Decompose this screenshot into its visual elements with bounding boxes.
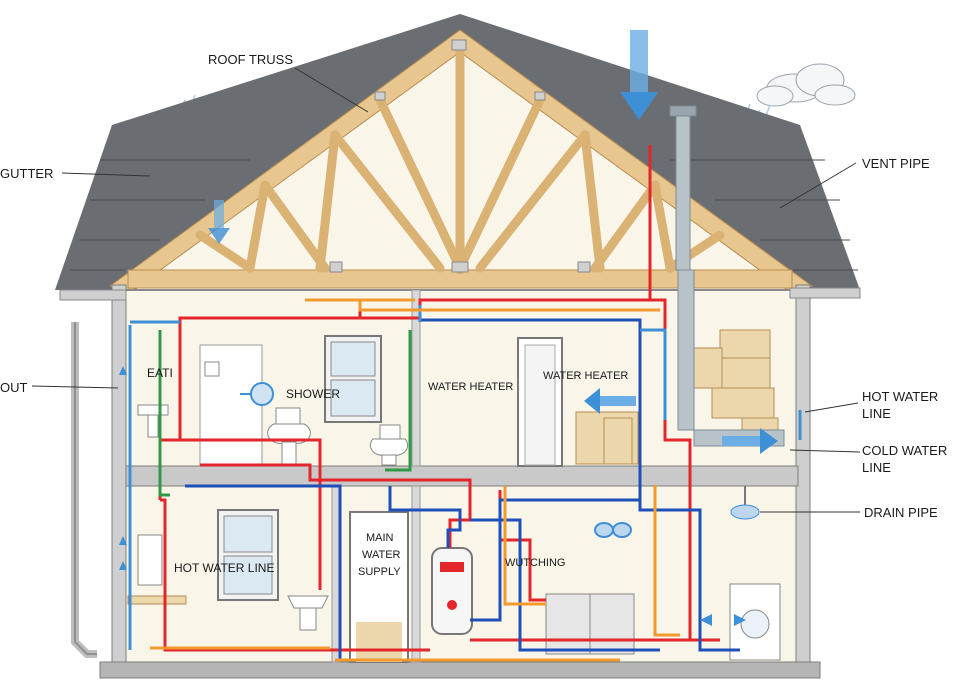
- water-heater-tank: [431, 547, 473, 635]
- flow-arrow-right: [722, 428, 778, 454]
- water-heater-label-1: WATER HEATER: [428, 381, 513, 393]
- cold-water-line-label-2: LINE: [862, 460, 891, 475]
- main-water-label-2: WATER: [362, 549, 401, 561]
- attic: [108, 29, 814, 293]
- drain-pipe-label: DRAIN PIPE: [864, 505, 938, 520]
- cloud-icon: [756, 63, 856, 107]
- out-label: OUT: [0, 380, 28, 395]
- showerhead-icon: [240, 382, 274, 406]
- flow-arrow-down: [620, 30, 658, 120]
- hot-water-line-label-2: LINE: [862, 406, 891, 421]
- wutching-label: WUTCHING: [505, 557, 566, 569]
- roof-truss-label: ROOF TRUSS: [208, 52, 293, 67]
- sink-icon: [287, 595, 329, 631]
- hot-water-pipes: [158, 145, 720, 652]
- flow-arrow-down-roof: [208, 200, 230, 244]
- cold-water-line-label-1: COLD WATER: [862, 443, 947, 458]
- room-lower: [127, 486, 781, 663]
- eati-label: EATI: [147, 366, 173, 380]
- hot-water-line-label-1: HOT WATER: [862, 389, 938, 404]
- hot-water-line-label-left: HOT WATER LINE: [174, 561, 274, 575]
- shower-label: SHOWER: [286, 387, 340, 401]
- room-upper-right: [517, 329, 779, 467]
- main-water-label-1: MAIN: [366, 532, 394, 544]
- toilet-icon: [369, 424, 409, 466]
- gutter: [59, 287, 861, 658]
- flow-arrows-up: [119, 366, 127, 570]
- water-heater-label-2: WATER HEATER: [543, 370, 628, 382]
- main-water-label-3: SUPPLY: [358, 566, 401, 578]
- toilet-icon: [267, 407, 311, 465]
- leader-lines: [31, 67, 861, 513]
- roof: [55, 14, 860, 290]
- flow-arrow-left: [584, 388, 636, 414]
- flow-arrows-small: [700, 614, 746, 626]
- ceiling-light: [730, 486, 760, 520]
- gutter-label: GUTTER: [0, 166, 53, 181]
- green-pipe: [158, 330, 412, 497]
- storage-boxes: [575, 329, 779, 465]
- pipe-fittings: [594, 522, 632, 538]
- sink-icon: [137, 404, 169, 438]
- bathroom-upper: [137, 335, 409, 466]
- cold-water-light-pipes: [128, 305, 802, 650]
- vent-pipe-label: VENT PIPE: [862, 156, 930, 171]
- orange-pipes: [150, 298, 680, 662]
